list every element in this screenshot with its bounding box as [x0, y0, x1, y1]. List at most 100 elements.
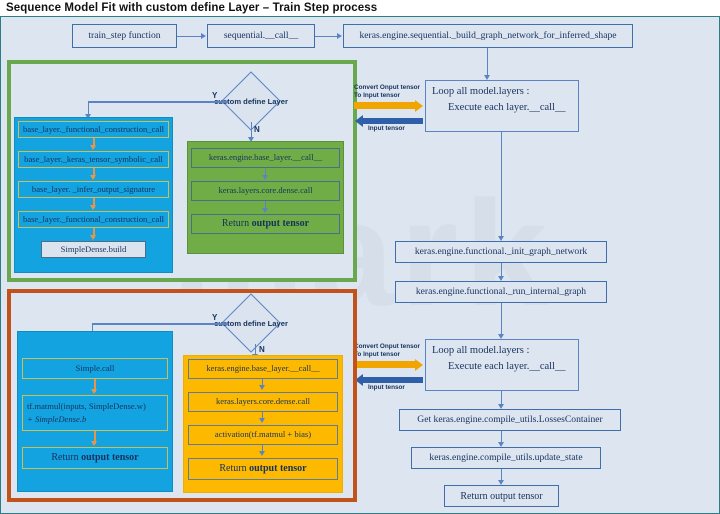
arrow-convert-tensor-bottom [354, 361, 416, 368]
output-tensor-label-amber: output tensor [249, 463, 307, 475]
arrow-train-to-sequential [177, 35, 202, 37]
return-label-green: Return [221, 218, 252, 230]
arrowhead-right [337, 32, 342, 39]
arrow-runinternal-to-loop [501, 303, 503, 337]
arrowhead-down-orange [91, 441, 98, 446]
step-activation-matmul-bias[interactable]: activation(tf.matmul + bias) [188, 425, 338, 445]
arrow-amber-1 [262, 379, 264, 388]
decision-label-bottom: custom define Layer [214, 319, 288, 328]
arrowhead-down [484, 75, 490, 80]
arrowhead-down-orange [90, 235, 97, 240]
arrowhead-down [262, 175, 268, 180]
page-title: Sequence Model Fit with custom define La… [6, 2, 378, 14]
loop-box-bottom[interactable]: Loop all model.layers : Execute each lay… [425, 339, 579, 391]
arrow-input-tensor-top [363, 118, 423, 124]
arrowhead-left-blue [355, 115, 363, 127]
arrow-buildgraph-down [487, 48, 489, 78]
box-losses-container[interactable]: Get keras.engine.compile_utils.LossesCon… [399, 409, 621, 431]
arrow-sequential-to-buildgraph [315, 35, 338, 37]
step-dense-call-amber[interactable]: keras.layers.core.dense.call [188, 392, 338, 412]
arrow-blue-3 [93, 198, 95, 208]
arrowhead-down [259, 451, 265, 456]
step-matmul-bias[interactable]: tf.matmul(inputs, SimpleDense.w) + Simpl… [22, 395, 168, 431]
diagram-frame: mark train_step function sequential.__ca… [0, 16, 720, 514]
arrow-amber-2 [262, 412, 264, 421]
arrowhead-down [498, 276, 504, 281]
step-base-layer-call-green[interactable]: keras.engine.base_layer.__call__ [191, 148, 340, 168]
step-return-output-tensor-amber[interactable]: Return output tensor [188, 458, 338, 480]
arrow-green-2 [265, 201, 267, 211]
step-infer-output-signature[interactable]: base_layer. _infer_output_signature [18, 181, 169, 198]
step-base-layer-call-amber[interactable]: keras.engine.base_layer.__call__ [188, 359, 338, 379]
arrow-yes-bottom-horizontal [92, 323, 228, 325]
box-build-graph-network[interactable]: keras.engine.sequential._build_graph_net… [343, 24, 633, 48]
arrowhead-down [498, 236, 504, 241]
step-return-output-tensor-green[interactable]: Return output tensor [191, 214, 340, 234]
decision-label-top: custom define Layer [214, 97, 288, 106]
step-keras-tensor-symbolic-call[interactable]: base_layer._keras_tensor_symbolic_call [18, 151, 169, 168]
step-simpledense-build[interactable]: SimpleDense.build [41, 241, 146, 258]
arrow-yes-bottom-vertical [92, 323, 94, 337]
arrowhead-left-blue [355, 374, 363, 386]
arrowhead-down-orange [90, 175, 97, 180]
box-update-state[interactable]: keras.engine.compile_utils.update_state [411, 447, 601, 469]
arrowhead-down [247, 137, 254, 142]
loop-line-2-top: Execute each layer.__call__ [448, 102, 566, 113]
box-sequential-call[interactable]: sequential.__call__ [207, 24, 315, 48]
arrow-no-bottom-vertical [255, 344, 257, 357]
arrow-amber-3 [262, 445, 264, 454]
arrow-updatestate-to-return [501, 469, 503, 483]
step-functional-construction-call-2[interactable]: base_layer._functional_construction_call [18, 211, 169, 228]
arrow-blue-2 [93, 168, 95, 178]
arrow-input-tensor-bottom [363, 377, 423, 383]
arrow-loop-to-losses [501, 391, 503, 407]
loop-line-1-top: Loop all model.layers : [432, 86, 530, 97]
arrow-yes-top-horizontal [88, 101, 228, 103]
output-tensor-label-blue: output tensor [81, 452, 139, 464]
arrow-losses-to-updatestate [501, 431, 503, 445]
arrowhead-down [259, 385, 265, 390]
box-train-step-function[interactable]: train_step function [72, 24, 177, 48]
box-init-graph-network[interactable]: keras.engine.functional._init_graph_netw… [395, 241, 607, 263]
arrow-initgraph-to-runinternal [501, 263, 503, 279]
arrow-simple-1 [94, 379, 96, 392]
arrow-blue-1 [93, 138, 95, 148]
decision-yes-label-top: Y [212, 91, 218, 100]
decision-no-label-top: N [254, 125, 260, 134]
arrowhead-down [498, 442, 504, 447]
arrowhead-right-yellow [415, 99, 423, 112]
box-return-output-tensor-right[interactable]: Return output tensor [444, 485, 559, 507]
arrow-simple-2 [94, 431, 96, 444]
loop-line-1-bottom: Loop all model.layers : [432, 345, 530, 356]
step-functional-construction-call-1[interactable]: base_layer._functional_construction_call [18, 121, 169, 138]
step-simple-call[interactable]: Simple.call [22, 358, 168, 379]
box-run-internal-graph[interactable]: keras.engine.functional._run_internal_gr… [395, 281, 607, 303]
arrowhead-down [498, 404, 504, 409]
loop-line-2-bottom: Execute each layer.__call__ [448, 361, 566, 372]
arrowhead-right-yellow [415, 358, 423, 371]
output-tensor-label-green: output tensor [251, 218, 310, 230]
arrow-blue-4 [93, 228, 95, 238]
decision-no-label-bottom: N [259, 345, 265, 354]
input-tensor-label-top: Input tensor [368, 125, 405, 132]
return-label-blue: Return [51, 452, 82, 464]
arrow-convert-tensor-top [354, 102, 416, 109]
step-dense-call-green[interactable]: keras.layers.core.dense.call [191, 181, 340, 201]
arrowhead-down [262, 208, 268, 213]
arrow-yes-top-vertical [88, 101, 90, 116]
arrow-no-top-vertical [250, 122, 252, 139]
step-return-output-tensor-blue[interactable]: Return output tensor [22, 447, 168, 469]
input-tensor-label-bottom: Input tensor [368, 384, 405, 391]
arrow-loop-to-initgraph [501, 132, 503, 239]
arrowhead-down-orange [91, 389, 98, 394]
arrow-green-1 [265, 168, 267, 178]
arrowhead-down [85, 114, 91, 119]
return-label-amber: Return [219, 463, 250, 475]
matmul-line-2: + SimpleDense.b [27, 414, 87, 424]
loop-box-top[interactable]: Loop all model.layers : Execute each lay… [425, 80, 579, 132]
decision-yes-label-bottom: Y [212, 313, 218, 322]
arrowhead-down [498, 334, 504, 339]
arrowhead-down-orange [90, 145, 97, 150]
